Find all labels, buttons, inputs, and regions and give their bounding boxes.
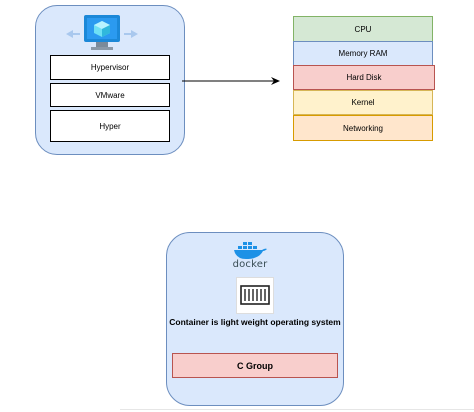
- networking-block: Networking: [293, 115, 433, 141]
- hypervisor-layer: Hypervisor: [50, 55, 170, 80]
- kernel-block: Kernel: [293, 90, 433, 115]
- container-caption: Container is light weight operating syst…: [169, 317, 341, 327]
- hyper-layer: Hyper: [50, 110, 170, 142]
- cgroup-block: C Group: [172, 353, 338, 378]
- vmware-layer: VMware: [50, 83, 170, 107]
- docker-whale-icon: [234, 242, 267, 259]
- arrow-icon: [182, 77, 280, 85]
- hard-disk-block: Hard Disk: [293, 65, 435, 90]
- bottom-divider: [120, 409, 474, 410]
- container-icon: [236, 277, 274, 314]
- memory-ram-block: Memory RAM: [293, 41, 433, 66]
- docker-logo-text: docker: [232, 259, 268, 270]
- cpu-block: CPU: [293, 16, 433, 42]
- virtual-machine-icon: [66, 15, 138, 50]
